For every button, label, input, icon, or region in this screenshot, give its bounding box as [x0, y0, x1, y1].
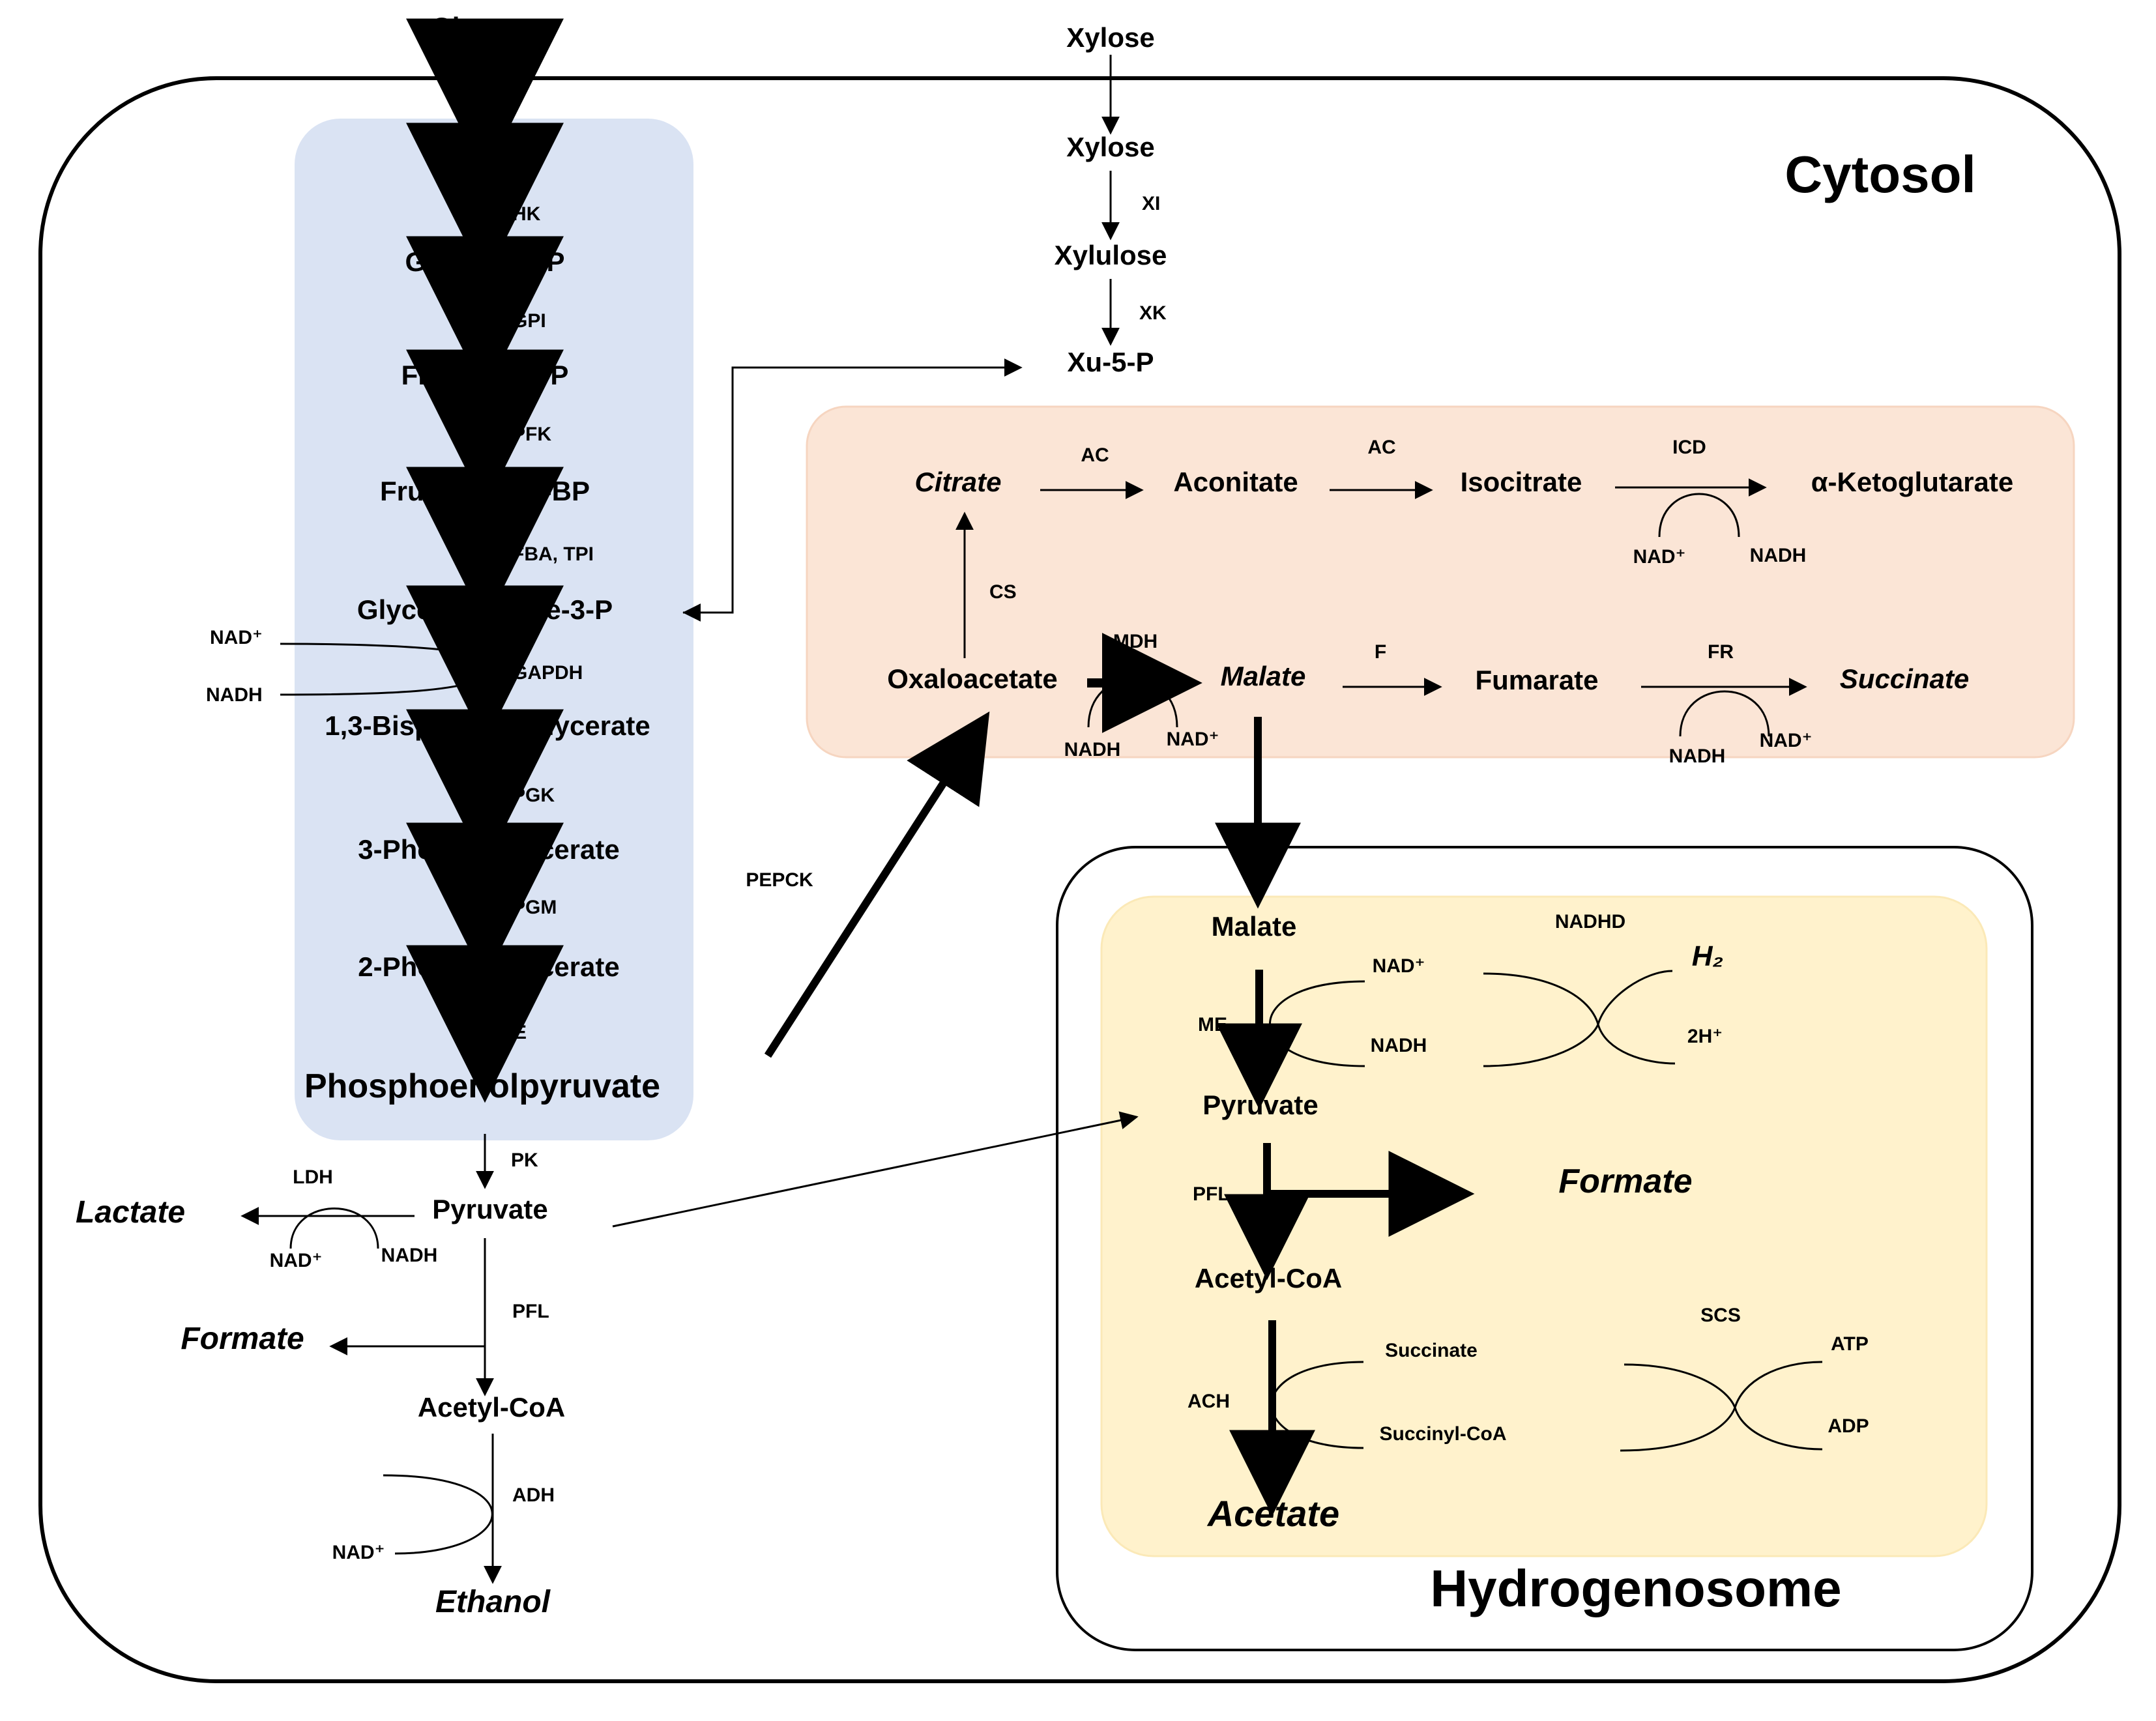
aconitate: Aconitate: [1173, 467, 1298, 497]
lactate: Lactate: [76, 1195, 185, 1230]
enzyme-pfk: PFK: [512, 424, 551, 445]
3-phosphoglycerate: 3-Phosphoglycerate: [358, 834, 619, 865]
hydrogenosome-label: Hydrogenosome: [1430, 1559, 1841, 1617]
icd-nad-label: NAD⁺: [1633, 546, 1686, 568]
acetate: Acetate: [1206, 1493, 1339, 1534]
malate-hydrogenosomal: Malate: [1212, 911, 1297, 942]
enzyme-pepck: PEPCK: [746, 869, 813, 891]
hydrogen-gas: H₂: [1692, 940, 1724, 972]
enzyme-hk: HK: [512, 203, 541, 225]
cytosol-label: Cytosol: [1785, 145, 1975, 203]
glucose-external: Glucose: [431, 12, 539, 42]
fr-nadh-label: NADH: [1669, 745, 1726, 767]
enzyme-pgm: PGM: [512, 897, 557, 918]
ldh-nadh-label: NADH: [381, 1245, 438, 1266]
fructose-1-6-bisphosphate: Fructose-1,6-BP: [380, 476, 590, 506]
acetyl-coa-cytosolic: Acetyl-CoA: [418, 1392, 565, 1423]
enzyme-xi: XI: [1142, 193, 1160, 214]
malate-cytosolic: Malate: [1221, 661, 1306, 691]
mdh-nad-label: NAD⁺: [1167, 729, 1219, 750]
icd-nadh-label: NADH: [1750, 545, 1807, 566]
icd-cofactor-curve: [1658, 493, 1740, 538]
enzyme-xk: XK: [1139, 302, 1167, 324]
bisphosphoglycerate: 1,3-Bisphosphoglycerate: [325, 710, 650, 741]
enzyme-fr: FR: [1708, 641, 1734, 663]
isocitrate: Isocitrate: [1461, 467, 1582, 497]
ldh-cofactor-curve: [289, 1208, 379, 1249]
scs-curve-2: [1620, 1361, 1823, 1452]
alpha-ketoglutarate: α-Ketoglutarate: [1811, 467, 2014, 497]
phosphoenolpyruvate: Phosphoenolpyruvate: [304, 1067, 660, 1105]
pyruvate-cytosolic: Pyruvate: [432, 1194, 547, 1224]
glyceraldehyde-3-phosphate: Glyceraldehyde-3-P: [357, 594, 613, 625]
fr-nad-label: NAD⁺: [1760, 730, 1813, 751]
oxaloacetate: Oxaloacetate: [887, 663, 1057, 694]
enzyme-fba-tpi: FBA, TPI: [512, 543, 594, 565]
enzyme-icd: ICD: [1672, 437, 1706, 458]
succinate-hydrogenosomal: Succinate: [1385, 1340, 1478, 1361]
enzyme-mdh: MDH: [1113, 631, 1158, 652]
fructose-6-phosphate: Fructose-6-P: [401, 360, 569, 390]
adh-cofactor-curve: [383, 1474, 493, 1555]
cytosol-compartment: [38, 76, 2121, 1683]
gapdh-nad-label: NAD⁺: [210, 627, 263, 648]
me-nadh-label: NADH: [1371, 1035, 1427, 1056]
pyruvate-import-arrow: [612, 1111, 1139, 1228]
enzyme-cs: CS: [989, 581, 1017, 603]
enzyme-ldh: LDH: [293, 1166, 333, 1188]
formate-cytosolic: Formate: [181, 1322, 304, 1356]
2-phosphoglycerate: 2-Phosphoglycerate: [358, 951, 619, 982]
adp-label: ADP: [1828, 1415, 1869, 1437]
succinyl-coa: Succinyl-CoA: [1379, 1423, 1506, 1445]
mdh-nadh-label: NADH: [1064, 739, 1121, 760]
ethanol: Ethanol: [435, 1585, 551, 1619]
hydrogenosome-inner-box: [1100, 895, 1988, 1557]
xylulose: Xylulose: [1055, 240, 1167, 270]
enzyme-ac-2: AC: [1367, 437, 1395, 458]
enzyme-scs: SCS: [1700, 1305, 1741, 1326]
gapdh-cofactor-curve: [280, 643, 499, 696]
xylose: Xylose: [1066, 132, 1154, 162]
pyruvate-hydrogenosomal: Pyruvate: [1202, 1090, 1318, 1120]
protons-label: 2H⁺: [1687, 1026, 1723, 1047]
enzyme-pk: PK: [511, 1150, 538, 1171]
glucose-6-phosphate: Glucose-6-P: [405, 246, 564, 277]
fumarate: Fumarate: [1475, 665, 1598, 695]
enzyme-enolase: E: [514, 1022, 527, 1043]
enzyme-adh: ADH: [512, 1484, 555, 1506]
enzyme-nadhd: NADHD: [1555, 911, 1625, 933]
xylose-external: Xylose: [1066, 22, 1154, 53]
adh-nad-label: NAD⁺: [332, 1542, 385, 1563]
enzyme-pfl-hydrogenosomal: PFL: [1193, 1183, 1230, 1205]
enzyme-ac-1: AC: [1081, 444, 1109, 466]
enzyme-me: ME: [1198, 1014, 1227, 1035]
ldh-nad-label: NAD⁺: [270, 1250, 323, 1271]
citrate: Citrate: [914, 467, 1001, 497]
hydrogenosome-compartment: [1056, 846, 2033, 1651]
nadhd-curve-2: [1483, 970, 1673, 1067]
formate-hydrogenosomal: Formate: [1558, 1163, 1692, 1200]
fr-cofactor-curve: [1679, 690, 1770, 737]
enzyme-gpi: GPI: [512, 310, 546, 332]
atp-label: ATP: [1831, 1333, 1869, 1355]
enzyme-f: F: [1375, 641, 1386, 663]
pepck-arrow: [764, 711, 990, 1058]
xylulose-5-phosphate: Xu-5-P: [1067, 347, 1154, 377]
enzyme-pgk: PGK: [512, 785, 555, 806]
acetyl-coa-hydrogenosomal: Acetyl-CoA: [1195, 1263, 1342, 1294]
enzyme-ach: ACH: [1187, 1391, 1230, 1412]
enzyme-gapdh: GAPDH: [512, 662, 583, 684]
succinate-cytosolic: Succinate: [1840, 663, 1969, 694]
gapdh-nadh-label: NADH: [206, 684, 263, 706]
glucose: Glucose: [431, 139, 539, 170]
enzyme-pfl-cytosolic: PFL: [512, 1301, 549, 1322]
me-nad-label: NAD⁺: [1373, 955, 1425, 977]
